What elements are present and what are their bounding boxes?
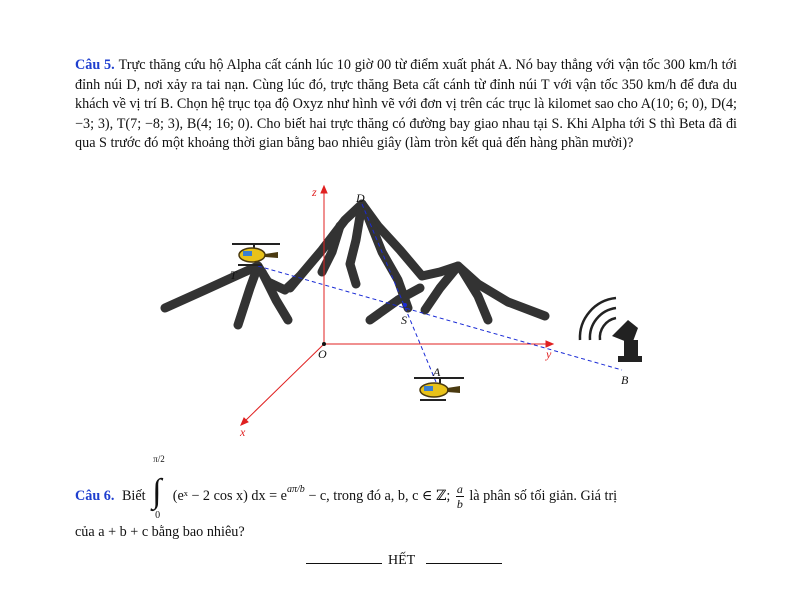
origin-point (322, 342, 326, 346)
question-5-label: Câu 5. (75, 57, 115, 73)
question-6: Câu 6. Biết π/2 ∫ 0 (eˣ − 2 cos x) dx = … (75, 448, 737, 548)
point-s-label: S (401, 313, 407, 327)
point-b-label: B (621, 373, 629, 387)
integral-lower-limit: 0 (155, 509, 161, 521)
point-s (403, 303, 407, 307)
origin-label: O (318, 347, 327, 361)
integrand: (eˣ − 2 cos x) dx = e (172, 487, 287, 504)
mountains (160, 199, 550, 330)
q6-biet: Biết (121, 487, 146, 504)
integral-upper-limit: π/2 (153, 453, 165, 464)
helicopter-beta-icon (232, 243, 280, 266)
exponent: aπ/b (286, 483, 305, 495)
point-t-label: T (230, 268, 238, 282)
axis-x-label: x (239, 425, 246, 439)
antenna-icon (578, 296, 617, 341)
integral-sign: π/2 ∫ 0 (152, 453, 165, 521)
fraction-numerator: a (455, 482, 464, 497)
coordinate-figure: z y x O D T S A B (160, 184, 642, 439)
axis-z-label: z (311, 185, 317, 199)
question-5: Câu 5.Trực thăng cứu hộ Alpha cất cánh l… (75, 56, 737, 154)
axes (240, 184, 555, 426)
end-marker: HẾT (306, 552, 502, 574)
fraction-denominator: b (456, 497, 463, 511)
minus-c: − c, trong đó a, b, c ∈ ℤ; (304, 487, 451, 504)
helicopter-alpha-icon (414, 377, 464, 401)
point-d-label: D (355, 191, 365, 205)
dish-icon (612, 320, 642, 362)
fraction-a-over-b: a b (455, 482, 464, 511)
question-6-label: Câu 6. (75, 487, 115, 504)
end-text: HẾT (388, 553, 416, 568)
q6-tail: là phân số tối giản. Giá trị (469, 487, 618, 504)
end-rule-left (306, 563, 382, 564)
question-6-line-2: của a + b + c bằng bao nhiêu? (75, 524, 245, 540)
question-5-text: Trực thăng cứu hộ Alpha cất cánh lúc 10 … (75, 57, 738, 152)
question-6-line-1: Câu 6. Biết π/2 ∫ 0 (eˣ − 2 cos x) dx = … (75, 453, 618, 521)
flight-paths (257, 203, 623, 383)
point-a-label: A (432, 365, 441, 379)
end-rule-right (426, 563, 502, 564)
axis-y-label: y (545, 347, 552, 361)
